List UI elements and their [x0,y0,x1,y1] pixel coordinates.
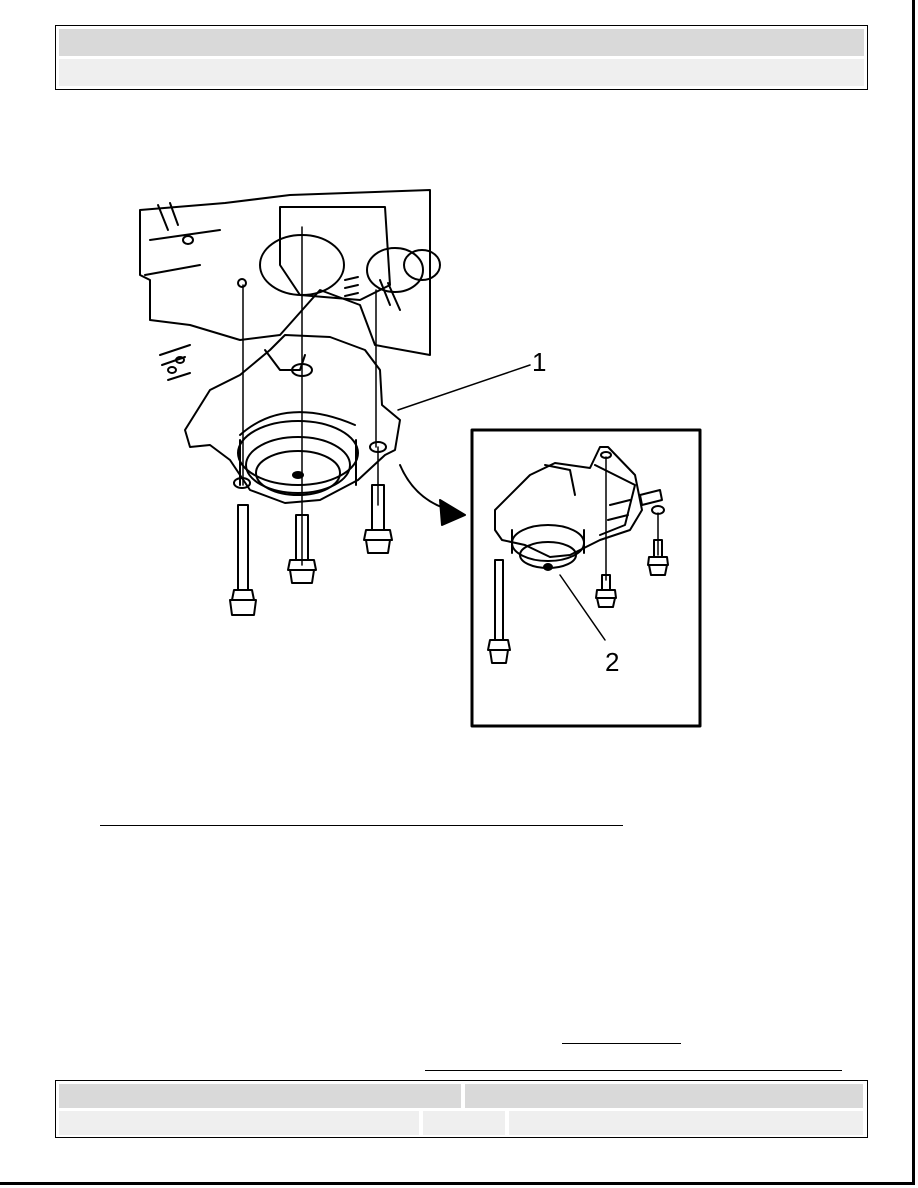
footer-cell [423,1111,505,1135]
header-subtitle-bar [59,59,864,86]
footer-cell [59,1111,419,1135]
callout-2-label: 2 [605,647,619,677]
engine-mount-illustration: 1 2 [130,185,710,730]
horizontal-rule [100,825,623,826]
horizontal-rule [425,1070,842,1071]
footer-cell [509,1111,863,1135]
engine-block-drawing [139,189,441,381]
detail-inset [470,428,702,728]
document-header [55,25,868,90]
footer-cell [465,1084,863,1108]
callout-1-label: 1 [532,347,546,377]
horizontal-rule [562,1043,681,1044]
mount-bolts [229,484,393,616]
document-footer [55,1080,868,1138]
engine-mount-main [184,334,401,504]
footer-cell [59,1084,461,1108]
header-title-bar [59,29,864,56]
bolt-guide-lines [242,226,379,566]
callout-1-leader [397,364,531,411]
detail-arrow [399,464,466,526]
